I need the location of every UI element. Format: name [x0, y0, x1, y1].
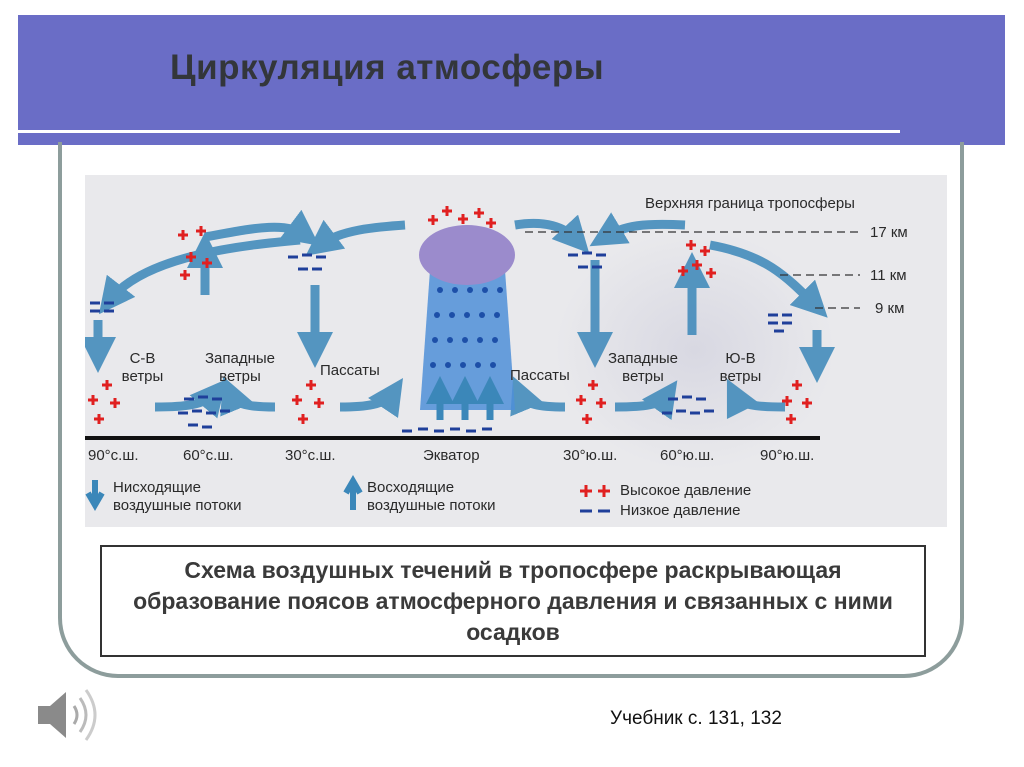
altitude-9: 9 км [875, 300, 905, 317]
wind-label: Пассаты [510, 367, 570, 384]
plus-mark [102, 380, 112, 390]
airflow-arrows [85, 209, 835, 421]
plus-mark [596, 398, 606, 408]
latitude-label: 30°с.ш. [285, 447, 336, 464]
plus-mark [428, 215, 438, 225]
latitude-label: 90°ю.ш. [760, 447, 815, 464]
wind-label: Западные ветры [607, 350, 679, 385]
content-frame [58, 142, 964, 678]
plus-mark [298, 414, 308, 424]
latitude-label: 30°ю.ш. [563, 447, 618, 464]
plus-mark [802, 398, 812, 408]
plus-mark [186, 252, 196, 262]
ascending-legend-icon [343, 475, 363, 510]
plus-mark [88, 395, 98, 405]
legend-descending: Нисходящие воздушные потоки [113, 479, 242, 514]
plus-mark [196, 226, 206, 236]
latitude-label: 60°с.ш. [183, 447, 234, 464]
plus-mark [700, 246, 710, 256]
low-pressure-marks [90, 251, 792, 433]
altitude-11: 11 км [870, 267, 907, 284]
caption-text: Схема воздушных течений в тропосфере рас… [133, 556, 893, 645]
cloud-top [419, 225, 515, 285]
plus-mark [782, 396, 792, 406]
wind-label: Ю-В ветры [719, 350, 762, 385]
troposphere-label: Верхняя граница тропосферы [645, 195, 855, 212]
latitude-label: 90°с.ш. [88, 447, 139, 464]
circulation-diagram: Верхняя граница тропосферы 17 км 11 км 9… [85, 175, 947, 527]
latitude-label: 60°ю.ш. [660, 447, 715, 464]
plus-mark [686, 240, 696, 250]
textbook-reference: Учебник с. 131, 132 [610, 708, 782, 729]
plus-mark [588, 380, 598, 390]
ascending-arrows [426, 376, 504, 420]
plus-mark [94, 414, 104, 424]
wind-label: Пассаты [320, 362, 380, 379]
caption-box: Схема воздушных течений в тропосфере рас… [100, 545, 926, 657]
plus-mark [178, 230, 188, 240]
plus-mark [692, 260, 702, 270]
wind-label: С-В ветры [121, 350, 164, 385]
plus-mark [474, 208, 484, 218]
plus-mark [180, 270, 190, 280]
plus-mark [706, 268, 716, 278]
raindrops [430, 287, 503, 368]
legend-high: Высокое давление [620, 482, 752, 499]
latitude-label: Экватор [423, 447, 480, 464]
plus-mark [792, 380, 802, 390]
plus-mark [110, 398, 120, 408]
plus-mark [582, 414, 592, 424]
plus-mark [442, 206, 452, 216]
altitude-17: 17 км [870, 224, 908, 241]
plus-mark [576, 395, 586, 405]
descending-legend-icon [85, 480, 105, 511]
plus-mark [486, 218, 496, 228]
high-pressure-marks [88, 206, 812, 424]
divider [18, 130, 900, 133]
legend-low: Низкое давление [620, 502, 741, 519]
altitude-lines [525, 231, 860, 309]
wind-label: Западные ветры [204, 350, 276, 385]
slide-title: Циркуляция атмосферы [170, 48, 605, 87]
plus-mark [202, 258, 212, 268]
plus-mark [292, 395, 302, 405]
legend-ascending: Восходящие воздушные потоки [367, 479, 496, 514]
audio-speaker-icon[interactable] [32, 680, 102, 750]
plus-mark [458, 214, 468, 224]
plus-mark [786, 414, 796, 424]
high-legend-icon [580, 485, 610, 497]
plus-mark [306, 380, 316, 390]
plus-mark [314, 398, 324, 408]
title-banner [18, 15, 1005, 145]
diagram-graphics [85, 206, 860, 513]
plus-mark [678, 266, 688, 276]
